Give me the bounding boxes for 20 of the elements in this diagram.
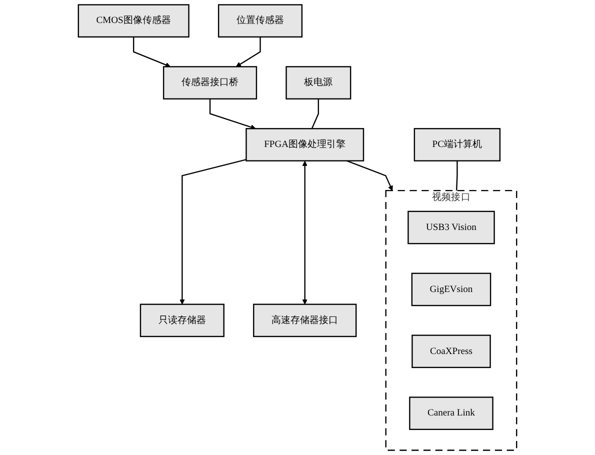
arrow — [209, 98, 256, 130]
arrow — [180, 158, 246, 305]
connector — [311, 98, 320, 129]
node-box: PC端计算机 — [414, 128, 501, 162]
node-box: 高速存储器接口 — [253, 304, 357, 338]
arrow — [133, 36, 171, 68]
arrow — [236, 36, 261, 67]
arrow — [302, 160, 308, 305]
node-box: GigEVsion — [411, 272, 492, 306]
connector — [456, 160, 458, 191]
node-box: USB3 Vision — [408, 210, 495, 244]
node-box: Canera Link — [409, 396, 494, 430]
node-box: 只读存储器 — [140, 304, 224, 338]
node-box: 传感器接口桥 — [162, 66, 258, 100]
node-box: CMOS图像传感器 — [78, 4, 190, 38]
node-box: 位置传感器 — [218, 4, 303, 38]
node-box: FPGA图像处理引擎 — [246, 128, 364, 162]
node-box: CoaXPress — [412, 334, 491, 368]
node-box: 板电源 — [286, 66, 352, 100]
arrow — [346, 160, 393, 191]
